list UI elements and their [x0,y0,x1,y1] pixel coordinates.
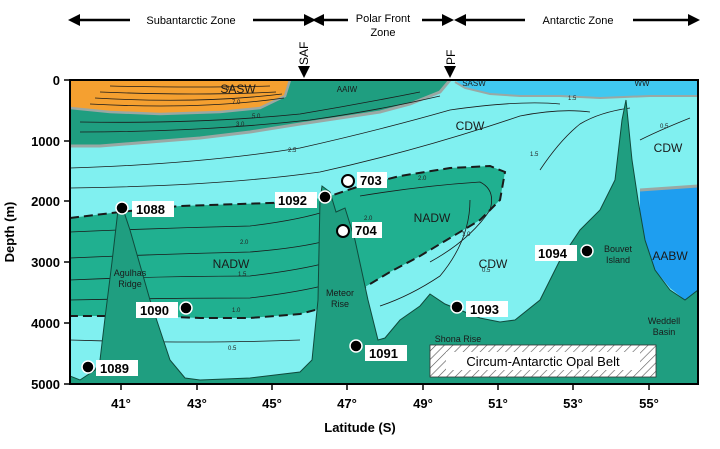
label-agulhas-ridge: Agulhas [114,268,147,278]
feature-labels: Agulhas Ridge Meteor Rise Shona Rise Bou… [114,244,680,344]
label-cdw-right: CDW [654,141,683,155]
iso-label: 0.5 [228,346,237,352]
label-agulhas-ridge-line2: Ridge [118,279,142,289]
site-label: 1091 [369,346,398,361]
front-pf-marker [444,66,456,78]
x-tick: 41° [111,396,131,411]
iso-label: 1.5 [530,152,539,158]
iso-label: 3.0 [236,122,245,128]
iso-label: 2.0 [364,216,373,222]
site-label: 1093 [470,302,499,317]
zone-polar-front-line2: Zone [370,27,395,39]
label-aaiw: AAIW [337,85,358,94]
site-label: 703 [360,173,382,188]
label-meteor-rise-line2: Rise [331,299,349,309]
iso-label: 1.5 [568,96,577,102]
x-axis: 41° 43° 45° 47° 49° 51° 53° 55° Latitude… [111,384,659,435]
label-meteor-rise: Meteor [326,288,354,298]
x-tick: 53° [563,396,583,411]
label-bouvet-island: Bouvet [604,244,633,254]
x-tick: 47° [337,396,357,411]
plot-area: Circum-Antarctic Opal Belt [70,80,698,384]
y-tick: 3000 [31,255,60,270]
site-1091: 1091 [349,339,407,361]
front-saf-marker [298,66,310,78]
y-tick: 4000 [31,316,60,331]
iso-label: 2.5 [288,148,297,154]
x-tick: 51° [488,396,508,411]
x-tick: 45° [262,396,282,411]
label-shona-rise: Shona Rise [435,334,482,344]
y-tick: 2000 [31,194,60,209]
x-axis-label: Latitude (S) [324,420,396,435]
iso-label: 0.5 [660,124,669,130]
isoline-labels: 8.0 7.0 5.0 3.0 2.5 2.0 1.5 0.5 2.0 1.5 … [226,86,669,352]
site-703: 703 [341,172,387,188]
label-ww: WW [634,79,650,88]
iso-label: 1.5 [238,272,247,278]
label-aabw: AABW [652,249,688,263]
site-label: 1094 [538,246,568,261]
site-1094: 1094 [535,244,594,261]
front-saf-label: SAF [297,42,311,65]
y-axis: 0 1000 2000 3000 4000 5000 Depth (m) [2,73,70,392]
iso-label: 2.0 [240,240,249,246]
label-nadw-center: NADW [414,211,451,225]
nadw-region [70,166,505,318]
site-704: 704 [336,222,382,238]
iso-label: 1.0 [462,232,471,238]
site-1089: 1089 [81,360,138,376]
label-weddell-basin-line2: Basin [653,327,676,337]
zone-subantarctic: Subantarctic Zone [146,15,235,27]
iso-label: 8.0 [226,86,235,92]
iso-label: 5.0 [252,114,261,120]
ww-region [455,80,698,98]
iso-label: 7.0 [232,100,241,106]
x-tick: 49° [413,396,433,411]
site-label: 1089 [100,361,129,376]
label-sasw-small: SASW [462,79,486,88]
y-tick: 5000 [31,377,60,392]
water-mass-labels: SASW AAIW SASW WW CDW CDW NADW NADW CDW … [213,79,689,271]
label-weddell-basin: Weddell [648,316,680,326]
iso-label: 1.0 [232,308,241,314]
iso-label: 2.0 [418,176,427,182]
label-nadw-left: NADW [213,257,250,271]
site-1090: 1090 [136,301,193,318]
drill-sites: 1088 1089 1090 1091 1092 1093 [81,172,594,376]
x-tick: 55° [639,396,659,411]
label-cdw-upper: CDW [456,119,485,133]
aabw-region [640,186,698,300]
site-label: 1088 [136,202,165,217]
opal-belt-label: Circum-Antarctic Opal Belt [466,354,620,369]
label-bouvet-island-line2: Island [606,255,630,265]
y-tick: 0 [53,73,60,88]
label-sasw: SASW [220,82,256,96]
site-1092: 1092 [275,190,332,208]
site-1088: 1088 [115,201,174,217]
label-cdw-lower: CDW [479,257,508,271]
zone-antarctic: Antarctic Zone [543,15,614,27]
site-label: 1092 [278,193,307,208]
front-markers: SAF PF [297,42,458,78]
site-label: 1090 [140,303,169,318]
iso-label: 0.5 [482,268,491,274]
front-pf-label: PF [444,50,458,65]
y-tick: 1000 [31,134,60,149]
plot-frame [69,79,699,385]
site-label: 704 [355,223,377,238]
site-1093: 1093 [450,300,508,317]
zone-header: Subantarctic Zone Polar Front Zone Antar… [68,10,700,42]
y-axis-label: Depth (m) [2,202,17,263]
zone-polar-front: Polar Front [356,13,410,25]
x-tick: 43° [187,396,207,411]
